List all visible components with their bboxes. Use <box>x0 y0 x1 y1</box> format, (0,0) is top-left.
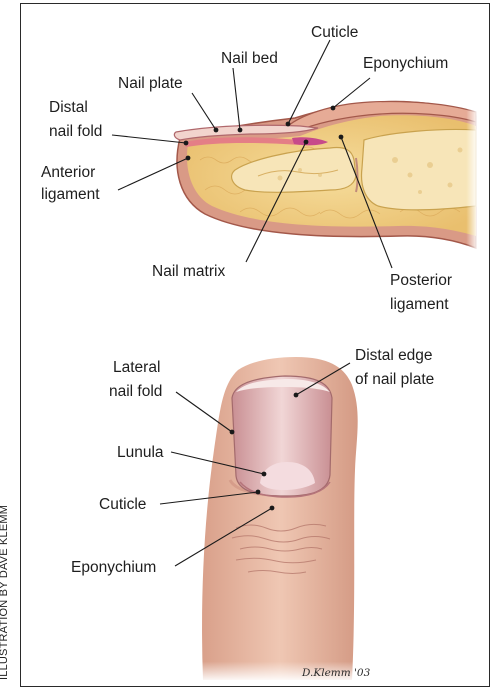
finger-cross-section <box>174 95 478 255</box>
label-posterior-ligament-line2: ligament <box>390 296 449 313</box>
label-lateral-nail-fold-line2: nail fold <box>109 383 162 400</box>
label-eponychium-dorsal: Eponychium <box>71 559 156 576</box>
label-eponychium-cross: Eponychium <box>363 55 448 72</box>
label-anterior-ligament-line1: Anterior <box>41 164 95 181</box>
label-cuticle-dorsal: Cuticle <box>99 496 146 513</box>
label-nail-bed: Nail bed <box>221 50 278 67</box>
label-nail-plate: Nail plate <box>118 75 183 92</box>
label-nail-matrix: Nail matrix <box>152 263 225 280</box>
artist-signature: D.Klemm '03 <box>301 667 371 679</box>
label-distal-edge-line1: Distal edge <box>355 347 433 364</box>
label-lunula: Lunula <box>117 444 164 461</box>
label-posterior-ligament-line1: Posterior <box>390 272 452 289</box>
label-distal-nail-fold-line1: Distal <box>49 99 88 116</box>
label-anterior-ligament-line2: ligament <box>41 186 100 203</box>
label-cuticle-cross: Cuticle <box>311 24 358 41</box>
label-distal-edge-line2: of nail plate <box>355 371 434 388</box>
label-lateral-nail-fold-line1: Lateral <box>113 359 160 376</box>
finger-dorsal-view: D.Klemm '03 <box>190 357 371 682</box>
label-distal-nail-fold-line2: nail fold <box>49 123 102 140</box>
